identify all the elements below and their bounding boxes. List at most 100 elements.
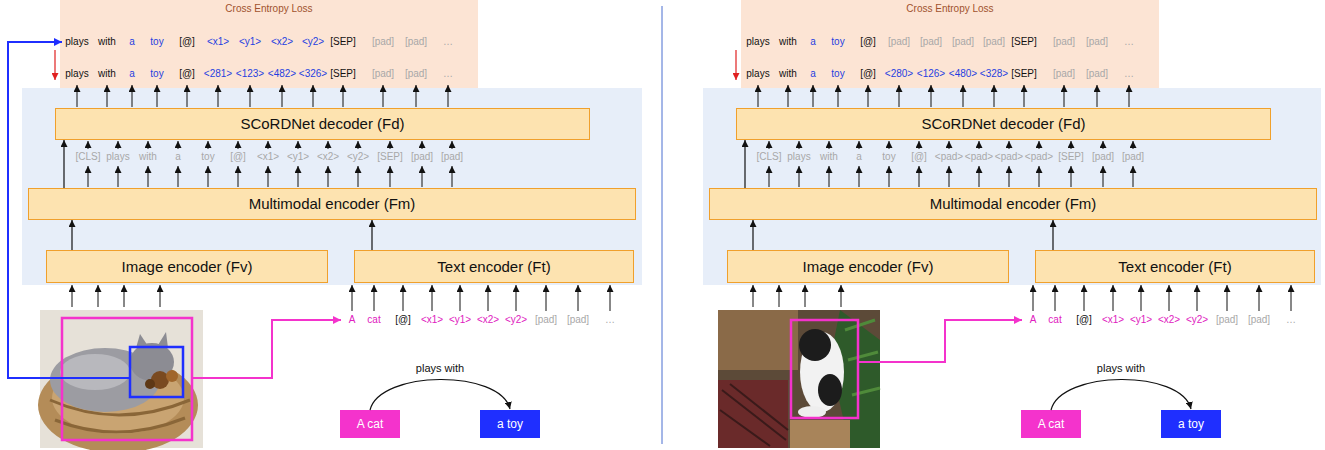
token-arrow [72, 285, 73, 307]
token: [@] [230, 151, 246, 163]
token: <x1> [1102, 314, 1124, 326]
token: with [820, 151, 838, 163]
subject-leader [192, 320, 341, 378]
token-arrow [919, 141, 920, 149]
connector-arrow [1051, 379, 1191, 410]
token: <326> [299, 68, 327, 80]
connector-arrow [1053, 220, 1054, 250]
token-arrow [1197, 285, 1198, 311]
token-arrow [432, 285, 433, 311]
token: toy [882, 151, 895, 163]
token-arrow [899, 85, 900, 107]
token-arrow [1227, 285, 1228, 311]
token-arrow [1009, 166, 1010, 187]
token: [pad] [920, 36, 942, 48]
token: [pad] [567, 314, 589, 326]
token-arrow [779, 285, 780, 307]
token-arrow [1103, 141, 1104, 149]
token: [pad] [952, 36, 974, 48]
token: <480> [949, 68, 977, 80]
token: [@] [1076, 314, 1092, 326]
token-arrow [1169, 285, 1170, 311]
token-arrow [1024, 85, 1025, 107]
token: [pad] [1053, 36, 1075, 48]
token-arrow [250, 85, 251, 107]
token: toy [831, 68, 844, 80]
token-arrow [1259, 285, 1260, 311]
token-arrow [758, 85, 759, 107]
token-arrow [931, 85, 932, 107]
box-label: Image encoder (Fv) [803, 258, 934, 276]
token-arrow [422, 166, 423, 187]
token-arrow [1097, 85, 1098, 107]
connector-arrow [370, 379, 510, 410]
token: <280> [885, 68, 913, 80]
token-arrow [390, 166, 391, 187]
token: toy [831, 36, 844, 48]
token-arrow [416, 85, 417, 107]
token: … [443, 68, 453, 80]
token-arrow [859, 141, 860, 149]
decoder-box: SCoRDNet decoder (Fd) [55, 108, 590, 140]
token-arrow [460, 285, 461, 311]
token-arrow [148, 166, 149, 187]
token-arrow [949, 166, 950, 187]
encoder-box: Image encoder (Fv) [46, 250, 328, 283]
edge-label: plays with [1095, 362, 1147, 375]
token: <pad> [935, 151, 963, 163]
box-label: SCoRDNet decoder (Fd) [921, 115, 1085, 133]
token-arrow [118, 141, 119, 149]
token: A [1030, 314, 1037, 326]
token-arrow [799, 141, 800, 149]
token-arrow [838, 85, 839, 107]
token-arrow [268, 166, 269, 187]
token: a [810, 68, 816, 80]
cat-photo [718, 310, 880, 448]
connector-line [371, 220, 372, 250]
token: <y1> [1130, 314, 1152, 326]
token-arrow [1064, 85, 1065, 107]
token-arrow [889, 141, 890, 149]
box-label: A cat [357, 417, 384, 431]
connector-arrow [745, 140, 746, 188]
token: <482> [268, 68, 296, 80]
token: a [129, 68, 135, 80]
token-arrow [829, 141, 830, 149]
box-label: a toy [497, 417, 523, 431]
token-arrow [383, 85, 384, 107]
token: <y1> [287, 151, 309, 163]
connector-line [63, 140, 64, 188]
token: <x1> [421, 314, 443, 326]
panel-divider [662, 6, 663, 444]
connector-line [752, 220, 753, 250]
token-arrow [178, 166, 179, 187]
token-arrow [1055, 285, 1056, 311]
token-arrow [98, 285, 99, 307]
token: toy [201, 151, 214, 163]
token-arrow [298, 166, 299, 187]
token-arrow [799, 166, 800, 187]
token-arrow [132, 85, 133, 107]
token: <x2> [317, 151, 339, 163]
token-arrow [343, 85, 344, 107]
token: <pad> [1025, 151, 1053, 163]
token-arrow [313, 85, 314, 107]
token: <x2> [271, 36, 293, 48]
subject-bbox [791, 320, 858, 418]
token: … [443, 36, 453, 48]
token: … [605, 314, 615, 326]
token-arrow [1141, 285, 1142, 311]
token: plays [65, 68, 88, 80]
token: <123> [236, 68, 264, 80]
token: <pad> [965, 151, 993, 163]
connector-line [71, 220, 72, 250]
loss-title: Cross Entropy Loss [906, 3, 993, 15]
token: [SEP] [330, 68, 356, 80]
box-label: Image encoder (Fv) [122, 258, 253, 276]
token-arrow [769, 166, 770, 187]
token-arrow [1291, 285, 1292, 311]
token-arrow [829, 166, 830, 187]
token: [pad] [411, 151, 433, 163]
loss-arrow [735, 50, 736, 80]
token-arrow [516, 285, 517, 311]
